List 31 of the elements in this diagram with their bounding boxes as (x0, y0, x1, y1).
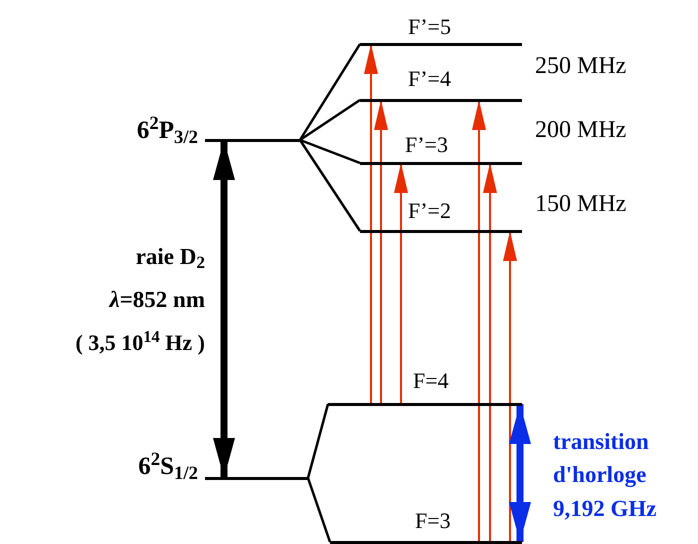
level-label: F’=2 (408, 198, 452, 224)
level-label: F=4 (413, 368, 450, 394)
connector-line (298, 139, 362, 232)
transition-arrow (394, 163, 408, 404)
connector-line (306, 404, 330, 478)
frequency-spacing: 150 MHz (535, 190, 628, 219)
transition-arrow (374, 100, 388, 404)
clock-transition-label: d'horloge (553, 461, 648, 489)
frequency-label: ( 3,5 10$^{14}$ Hz ) (74, 330, 205, 356)
level-label: F’=3 (405, 132, 449, 158)
clock-transition-label: transition (553, 428, 650, 456)
transition-arrow (472, 100, 486, 542)
level-label: 6$^{2}$S$_{1/2}$ (137, 452, 198, 482)
level-label: F’=4 (408, 66, 452, 92)
wavelength-label: λ=852 nm (108, 286, 205, 314)
connector-line (300, 138, 360, 164)
frequency-spacing: 200 MHz (535, 116, 628, 145)
connector-line (299, 98, 361, 142)
transition-arrow (483, 163, 497, 542)
frequency-spacing: 250 MHz (535, 52, 628, 81)
transition-arrow (503, 231, 517, 542)
connector-line (306, 478, 332, 542)
clock-transition-label: 9,192 GHz (553, 495, 658, 523)
transition-arrow (509, 404, 531, 542)
level-label: 6$^{2}$P$_{3/2}$ (136, 116, 198, 146)
connector-line (298, 43, 362, 141)
transition-arrow (213, 140, 235, 478)
transition-arrow (364, 44, 378, 404)
level-label: F=3 (415, 508, 452, 534)
level-label: F’=5 (408, 14, 452, 40)
transition-label: raie D$_{2}$ (134, 243, 205, 271)
